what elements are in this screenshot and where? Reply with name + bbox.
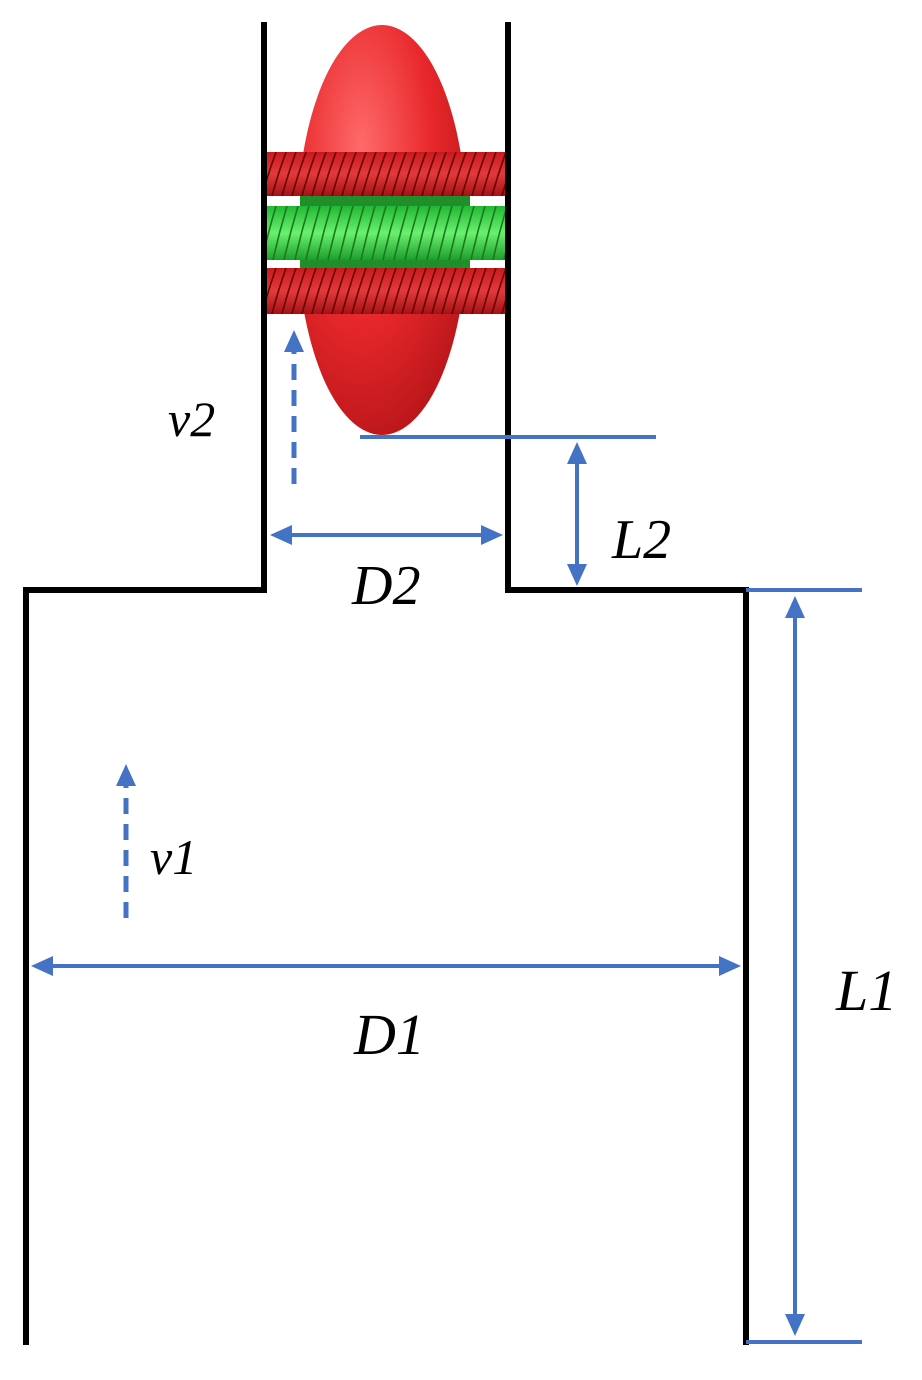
label-d1: D1 <box>353 1002 425 1067</box>
label-l2: L2 <box>611 509 671 571</box>
label-l1: L1 <box>835 958 897 1023</box>
band-gap-bottom <box>266 260 505 268</box>
label-v1: v1 <box>150 829 197 885</box>
label-d2: D2 <box>351 555 420 617</box>
band-core <box>266 206 505 260</box>
velocity-arrow-v1 <box>116 764 136 918</box>
band-gap-top <box>266 196 505 206</box>
velocity-arrow-v2 <box>284 330 304 484</box>
dimension-d2 <box>270 525 503 545</box>
pipe-wall-right <box>505 22 749 1345</box>
band-top <box>266 152 505 196</box>
label-v2: v2 <box>168 391 215 447</box>
dimension-d1 <box>31 956 741 976</box>
dimension-l2 <box>360 435 656 586</box>
pipe-wall-left <box>23 22 267 1345</box>
band-bottom <box>266 268 505 314</box>
dimension-l1 <box>746 588 862 1344</box>
